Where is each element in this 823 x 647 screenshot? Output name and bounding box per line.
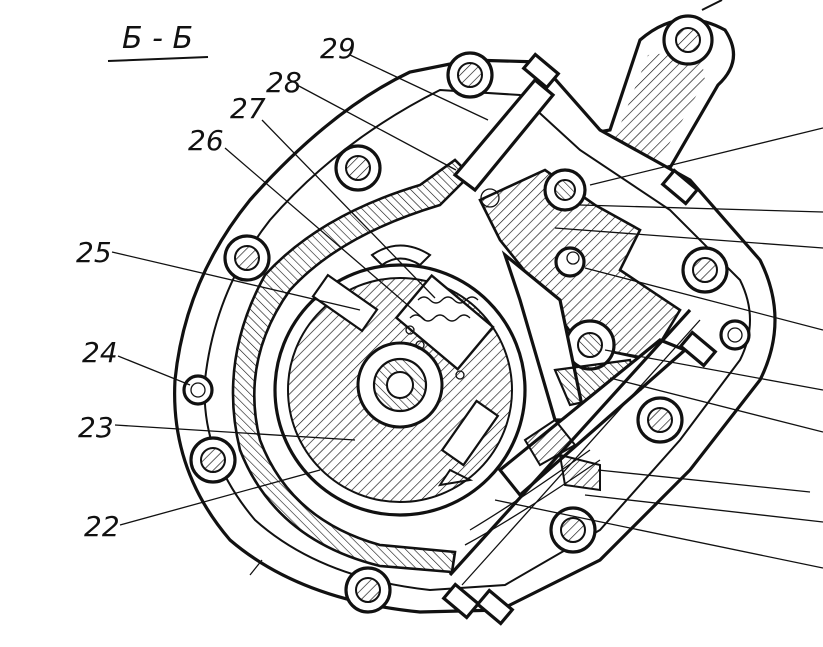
section-title: Б - Б: [122, 21, 193, 56]
curved-wall-section: [231, 158, 472, 574]
hole-bracket: [566, 251, 580, 265]
callout-29: 29: [320, 32, 356, 65]
callout-23: 23: [78, 411, 114, 444]
callout-26: 26: [188, 124, 224, 157]
hole-upper: [480, 188, 500, 208]
bolt-bottom: [344, 566, 392, 614]
bolt-upper-right: [681, 246, 729, 294]
bolt-right: [636, 396, 684, 444]
hole-right: [719, 319, 751, 351]
callout-25: 25: [76, 236, 112, 269]
callout-28: 28: [266, 66, 302, 99]
hole-left: [182, 374, 214, 406]
drum: [273, 244, 527, 517]
bolt-left: [223, 234, 271, 282]
spring-assembly: [394, 273, 495, 380]
leader-lines: [111, 54, 823, 576]
bolt-upper-left: [334, 144, 382, 192]
housing-bolts: [182, 51, 751, 614]
bolt-top: [446, 51, 494, 99]
tie-bolts: [441, 52, 718, 626]
callout-22: 22: [84, 510, 120, 543]
callout-24: 24: [82, 336, 118, 369]
bolt-lower-left: [189, 436, 237, 484]
callout-27: 27: [230, 92, 266, 125]
bolt-bottom-right: [549, 506, 597, 554]
right-mechanism: [448, 168, 701, 586]
section-title-underline: [107, 56, 209, 62]
